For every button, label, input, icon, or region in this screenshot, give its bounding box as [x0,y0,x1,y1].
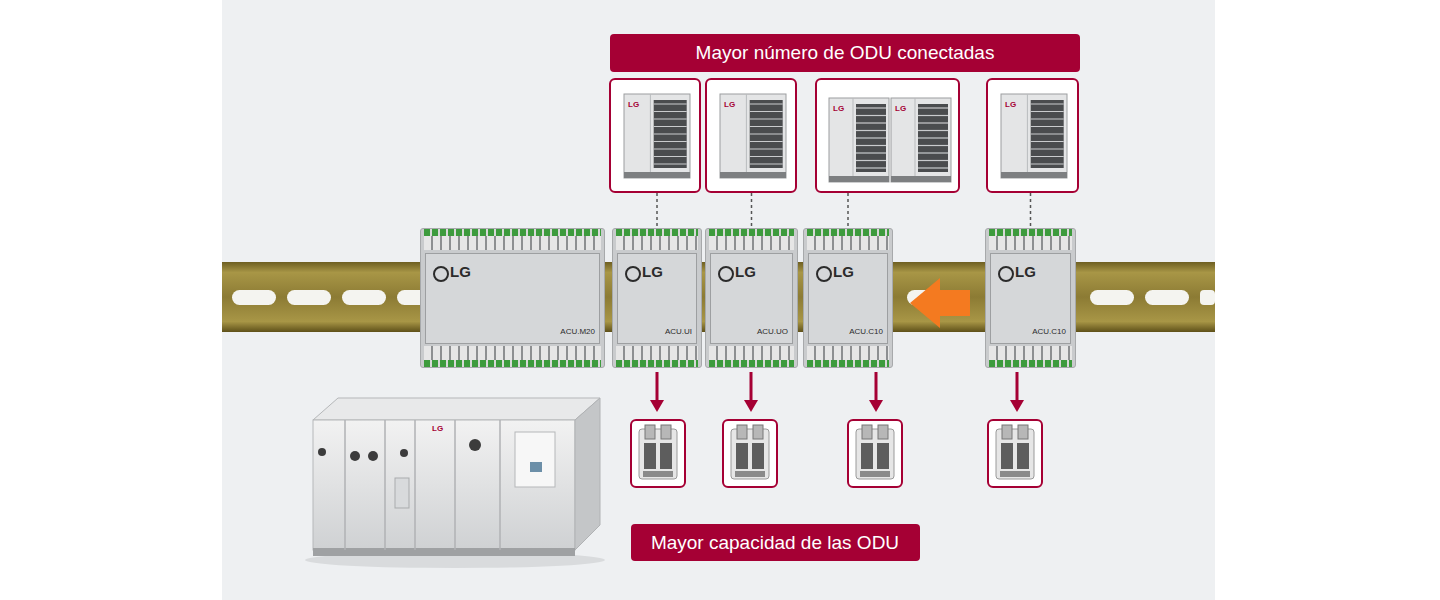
brand-logo-text: LG [628,100,639,109]
control-module: LG ACU.M20 [420,228,605,368]
terminal-strip [989,360,1072,367]
terminal-strip [807,360,889,367]
brand-logo-text: LG [642,263,663,280]
outdoor-unit-box: LG [609,78,701,193]
terminal-strip [807,229,889,236]
terminal-row [616,236,698,250]
control-module: LG ACU.UI [612,228,702,368]
terminal-row [424,346,601,360]
outdoor-unit-picture [988,80,1077,191]
terminal-row [616,346,698,360]
module-model: ACU.C10 [1032,327,1066,336]
banner-text: Mayor capacidad de las ODU [651,532,899,554]
outdoor-unit-box: LG [705,78,797,193]
logo-circle [433,266,449,282]
insert-arrow [910,278,970,328]
module-model: ACU.UI [665,327,692,336]
outdoor-unit-box: LG [986,78,1079,193]
terminal-strip [616,360,698,367]
brand-logo-text: LG [735,263,756,280]
terminal-row [807,236,889,250]
terminal-strip [989,229,1072,236]
logo-circle [816,266,832,282]
brand-logo-text: LG [895,104,906,113]
control-module: LG ACU.C10 [803,228,893,368]
dashed-connector [656,193,658,228]
terminal-row [709,236,794,250]
control-module: LG ACU.UO [705,228,798,368]
terminal-row [989,236,1072,250]
terminal-strip [709,229,794,236]
brand-logo-text: LG [1005,100,1016,109]
brand-logo-text: LG [450,263,471,280]
brand-logo-text: LG [1015,263,1036,280]
dashed-connector [751,193,753,228]
terminal-strip [424,360,601,367]
terminal-row [989,346,1072,360]
module-model: ACU.UO [757,327,788,336]
terminal-row [709,346,794,360]
dashed-connector [1030,193,1032,228]
logo-circle [718,266,734,282]
terminal-strip [616,229,698,236]
down-arrows [650,372,1024,412]
terminal-strip [709,360,794,367]
banner-text: Mayor número de ODU conectadas [696,42,995,64]
brand-logo-text: LG [724,100,735,109]
banner-box: Mayor número de ODU conectadas [610,34,1080,72]
terminal-row [807,346,889,360]
outdoor-unit-picture [707,80,795,191]
brand-logo-text: LG [833,263,854,280]
dashed-connector [847,193,849,228]
outdoor-unit-picture [817,80,958,191]
control-module: LG ACU.C10 [985,228,1076,368]
banner-box: Mayor capacidad de las ODU [631,524,920,561]
background-panel [222,0,1215,600]
outdoor-unit-picture [611,80,699,191]
module-model: ACU.C10 [849,327,883,336]
module-model: ACU.M20 [560,327,595,336]
brand-logo-text: LG [833,104,844,113]
terminal-strip [424,229,601,236]
logo-circle [998,266,1014,282]
valve-boxes [631,420,1042,487]
logo-circle [625,266,641,282]
brand-logo-text: LG [432,424,443,433]
air-handling-unit [305,398,605,568]
outdoor-unit-box: LG LG [815,78,960,193]
terminal-row [424,236,601,250]
